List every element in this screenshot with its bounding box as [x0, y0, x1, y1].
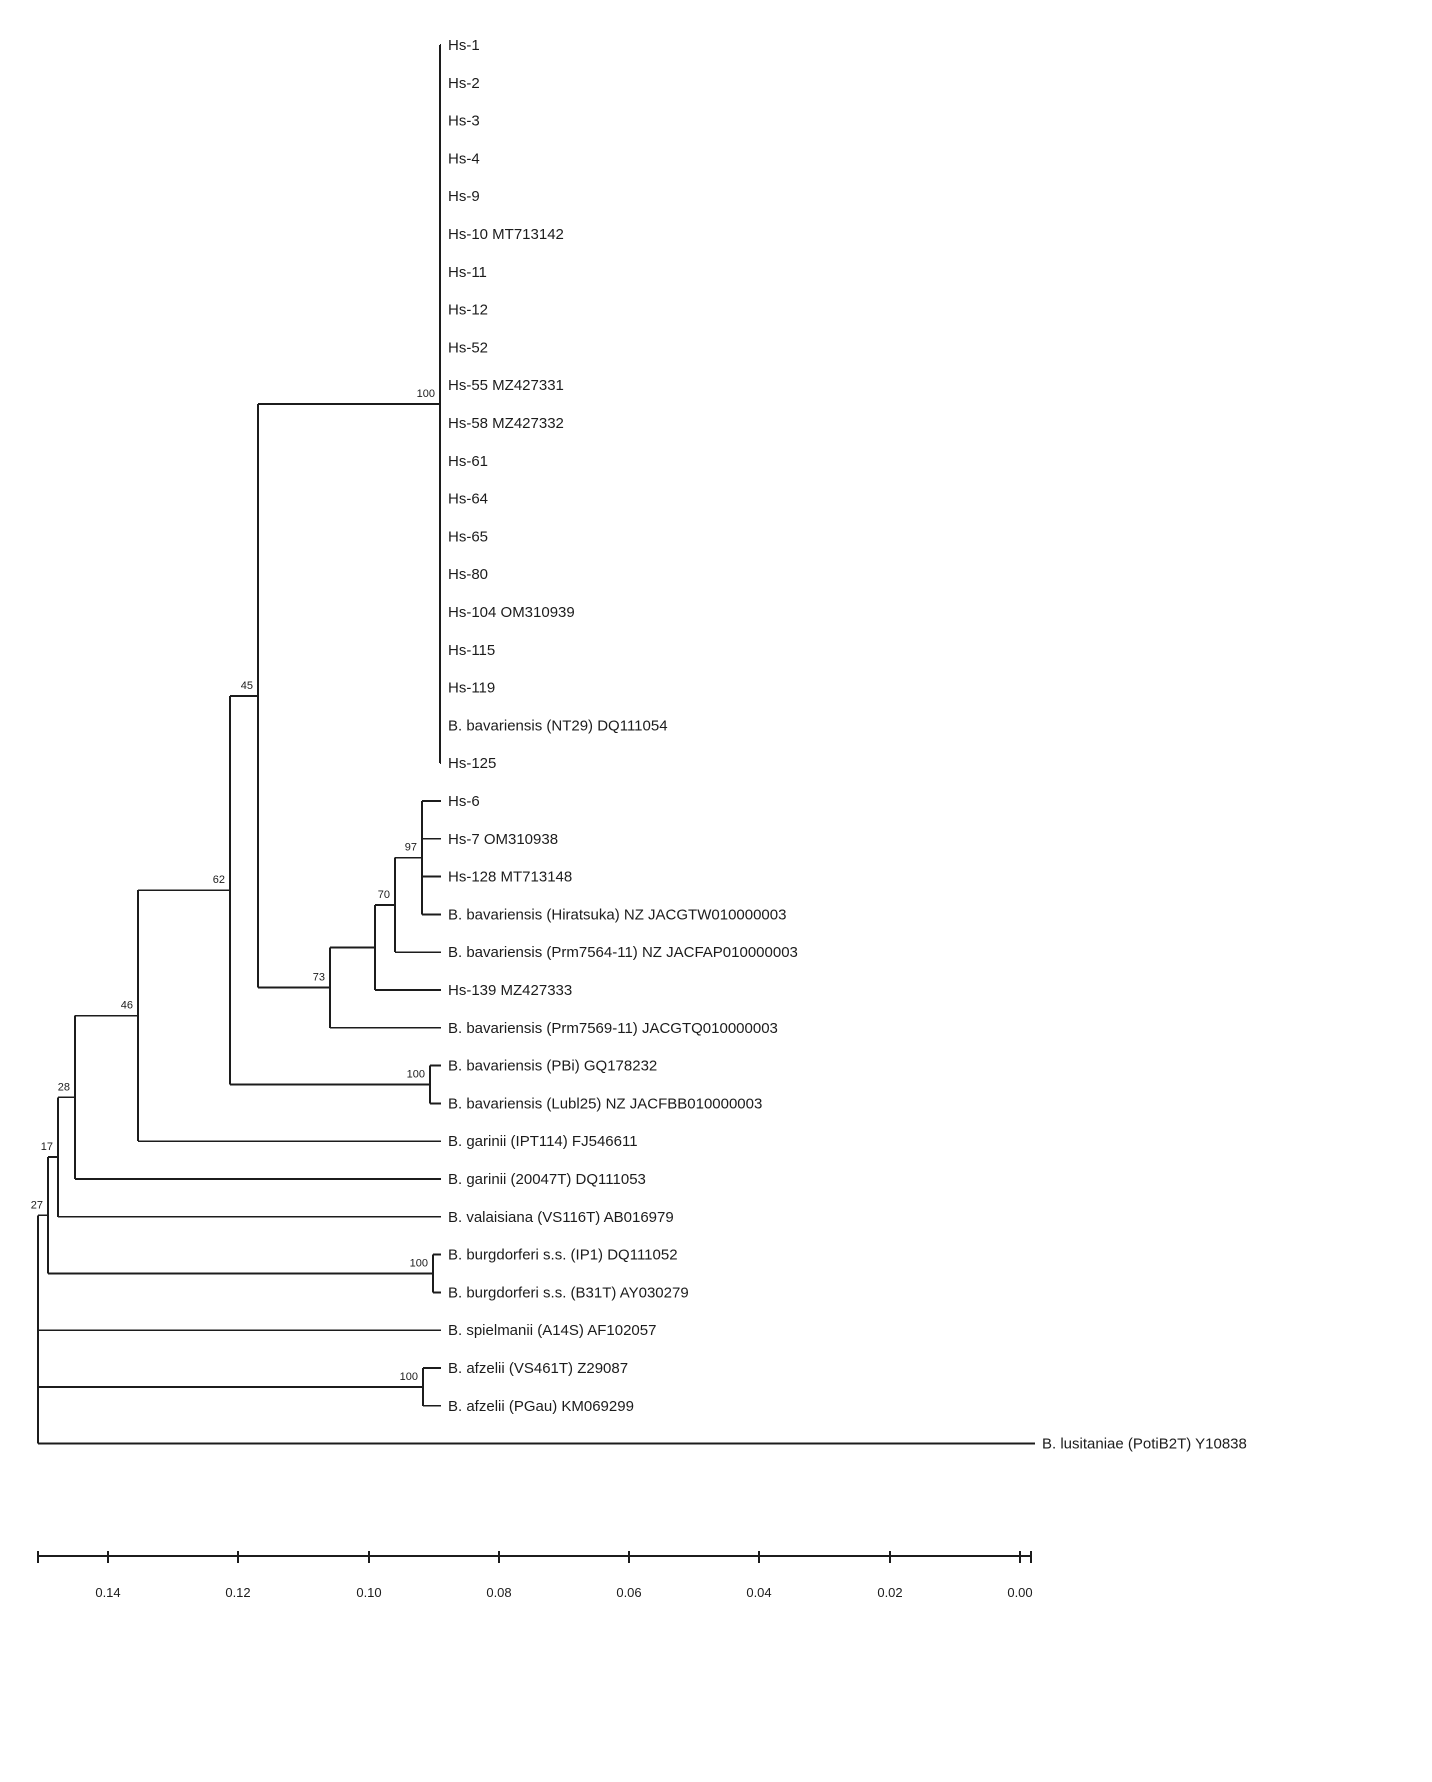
- tip-label: Hs-55 MZ427331: [448, 377, 564, 394]
- tip-label: B. garinii (IPT114) FJ546611: [448, 1133, 638, 1150]
- tip-label: Hs-4: [448, 150, 480, 167]
- tip-label: B. burgdorferi s.s. (B31T) AY030279: [448, 1284, 689, 1301]
- scale-tick-label: 0.10: [356, 1585, 381, 1600]
- tip-label: Hs-104 OM310939: [448, 604, 575, 621]
- tip-label: B. bavariensis (Hiratsuka) NZ JACGTW0100…: [448, 906, 786, 923]
- bootstrap-label: 46: [121, 1000, 133, 1012]
- bootstrap-label: 97: [405, 842, 417, 854]
- tip-label: Hs-11: [448, 264, 487, 281]
- tip-label: Hs-2: [448, 75, 480, 92]
- tip-label: B. garinii (20047T) DQ111053: [448, 1171, 646, 1188]
- tip-label: B. burgdorferi s.s. (IP1) DQ111052: [448, 1247, 678, 1264]
- tip-label: B. bavariensis (Prm7564-11) NZ JACFAP010…: [448, 944, 798, 961]
- bootstrap-label: 100: [410, 1258, 428, 1270]
- tip-label: B. bavariensis (Lubl25) NZ JACFBB0100000…: [448, 1095, 762, 1112]
- scale-tick-label: 0.04: [746, 1585, 771, 1600]
- scale-tick-label: 0.08: [486, 1585, 511, 1600]
- scale-tick-label: 0.06: [616, 1585, 641, 1600]
- bootstrap-label: 17: [41, 1141, 53, 1153]
- bootstrap-label: 70: [378, 889, 390, 901]
- bootstrap-label: 27: [31, 1199, 43, 1211]
- scale-tick-label: 0.14: [95, 1585, 120, 1600]
- tip-label: B. lusitaniae (PotiB2T) Y10838: [1042, 1436, 1247, 1453]
- tip-label: Hs-7 OM310938: [448, 831, 558, 848]
- tip-label: Hs-9: [448, 188, 480, 205]
- scale-tick-label: 0.12: [225, 1585, 250, 1600]
- tip-label: Hs-6: [448, 793, 480, 810]
- tip-label: Hs-3: [448, 113, 480, 130]
- tip-label: Hs-61: [448, 453, 488, 470]
- tip-label: Hs-119: [448, 680, 495, 697]
- tip-label: B. afzelii (PGau) KM069299: [448, 1398, 634, 1415]
- tip-label: Hs-115: [448, 642, 495, 659]
- bootstrap-label: 100: [400, 1371, 418, 1383]
- tip-label: Hs-64: [448, 491, 488, 508]
- tip-label: Hs-12: [448, 302, 488, 319]
- bootstrap-label: 45: [241, 680, 253, 692]
- scale-tick-label: 0.00: [1007, 1585, 1032, 1600]
- tip-label: B. afzelii (VS461T) Z29087: [448, 1360, 628, 1377]
- tip-label: Hs-58 MZ427332: [448, 415, 564, 432]
- bootstrap-label: 73: [313, 972, 325, 984]
- tip-label: Hs-52: [448, 339, 488, 356]
- tip-label: B. bavariensis (NT29) DQ111054: [448, 717, 668, 734]
- tip-label: Hs-125: [448, 755, 496, 772]
- tip-label: Hs-128 MT713148: [448, 869, 572, 886]
- bootstrap-label: 100: [417, 388, 435, 400]
- bootstrap-label: 62: [213, 874, 225, 886]
- tip-label: Hs-10 MT713142: [448, 226, 564, 243]
- scale-tick-label: 0.02: [877, 1585, 902, 1600]
- bootstrap-label: 100: [407, 1069, 425, 1081]
- tip-label: B. bavariensis (PBi) GQ178232: [448, 1058, 657, 1075]
- tip-label: B. spielmanii (A14S) AF102057: [448, 1322, 656, 1339]
- tip-label: Hs-65: [448, 528, 488, 545]
- tip-label: B. valaisiana (VS116T) AB016979: [448, 1209, 674, 1226]
- bootstrap-label: 28: [58, 1081, 70, 1093]
- tip-label: Hs-139 MZ427333: [448, 982, 572, 999]
- tip-label: Hs-1: [448, 37, 480, 54]
- tip-label: Hs-80: [448, 566, 488, 583]
- tip-label: B. bavariensis (Prm7569-11) JACGTQ010000…: [448, 1020, 778, 1037]
